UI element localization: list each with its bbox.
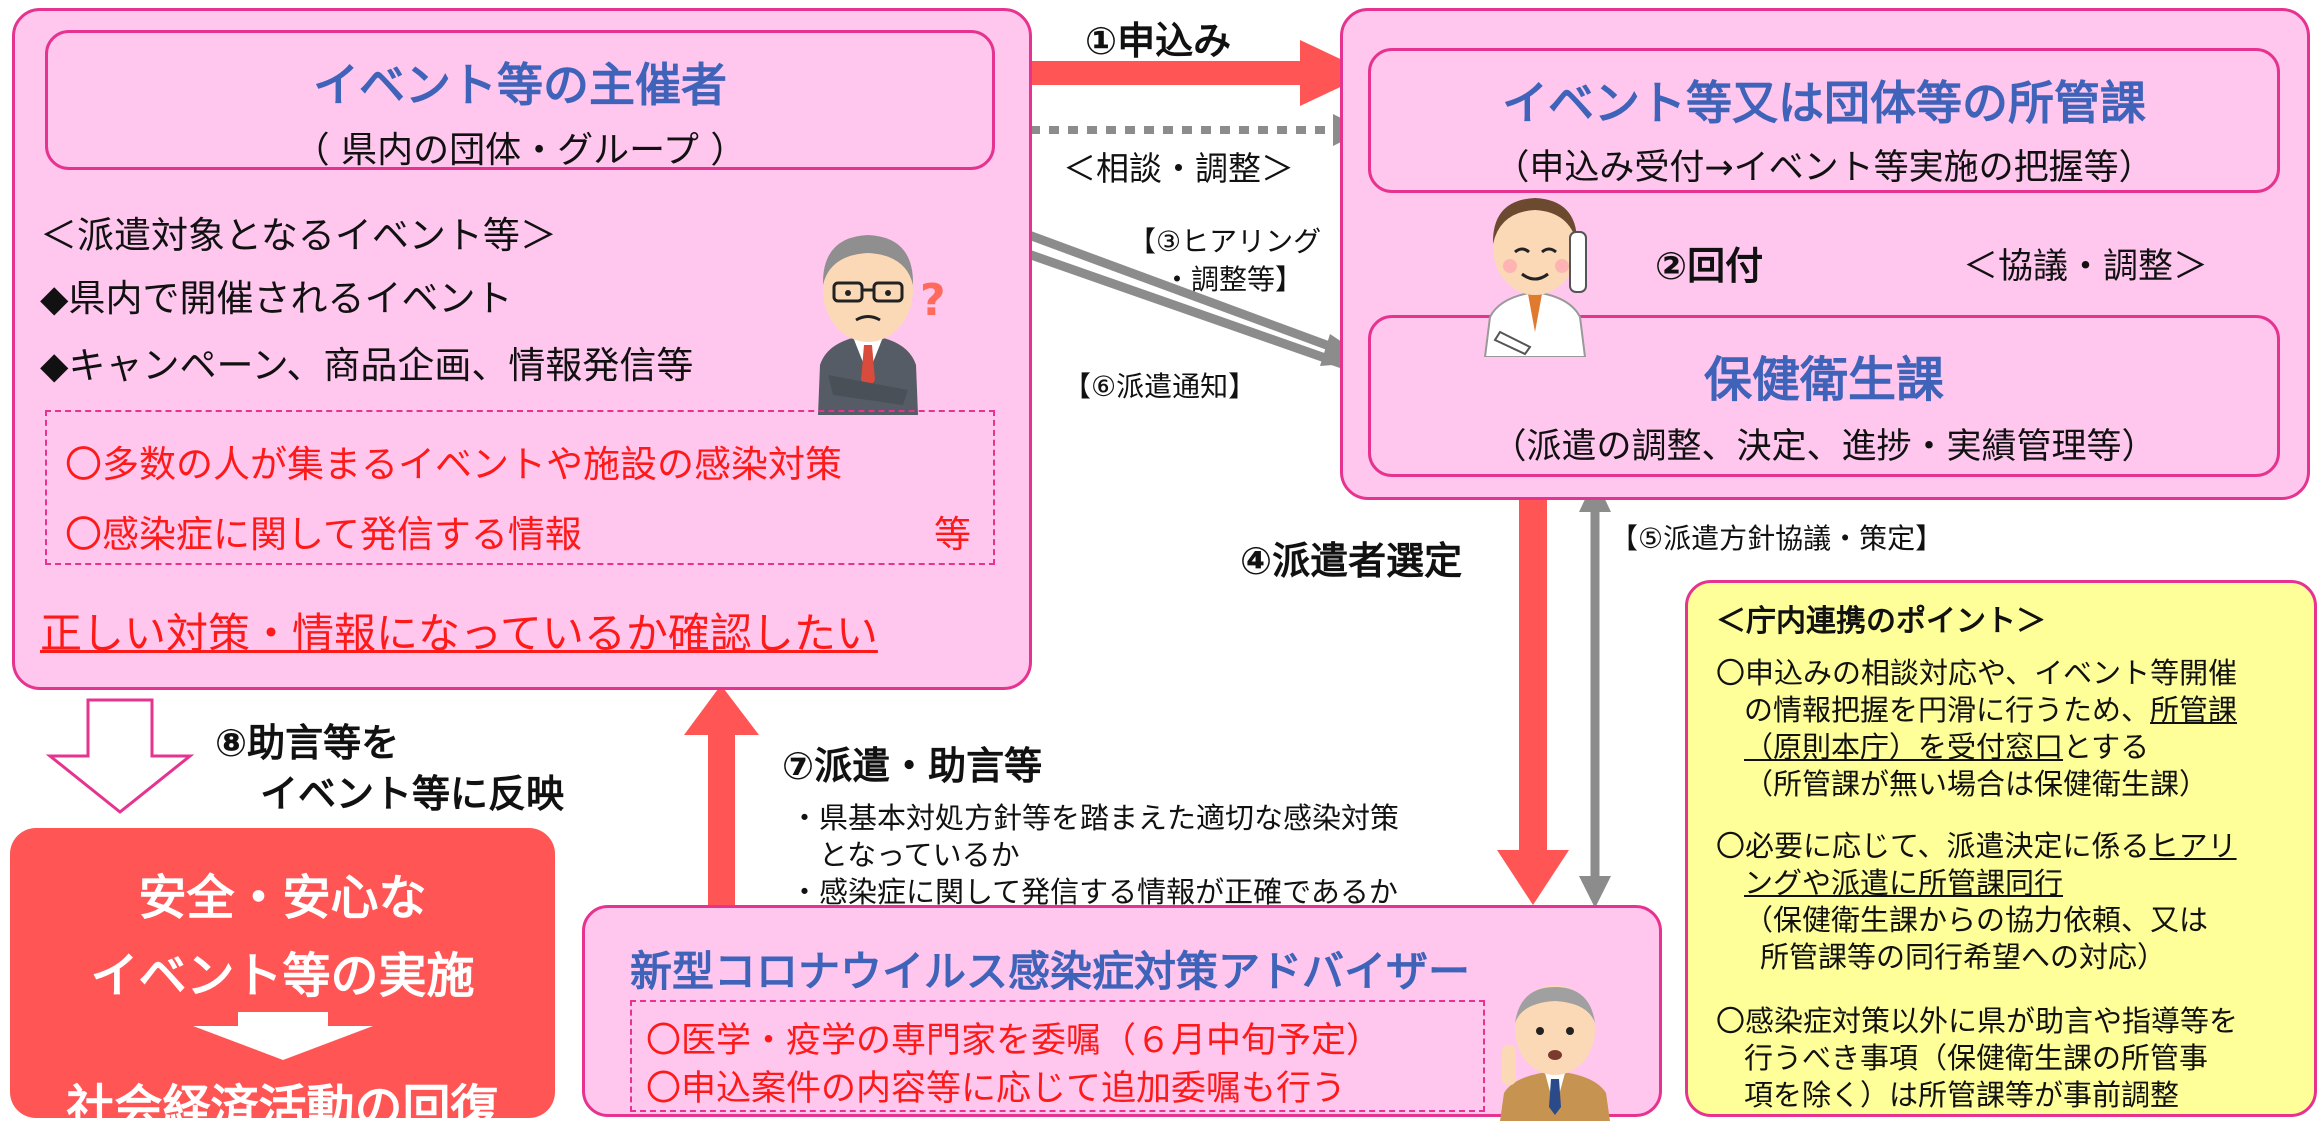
dispatch-item-2: となっているか bbox=[790, 838, 1020, 872]
health-subtitle: （派遣の調整、決定、進捗・実績管理等） bbox=[1491, 427, 2157, 467]
target-criteria-box: 〇多数の人が集まるイベントや施設の感染対策 〇感染症に関して発信する情報 等 bbox=[45, 410, 995, 565]
dispatch-label: ⑦派遣・助言等 bbox=[782, 744, 1043, 788]
dept-title: イベント等又は団体等の所管課 bbox=[1502, 76, 2146, 130]
point-1-underline-2: （原則本庁）を受付窓口 bbox=[1744, 730, 2064, 764]
advisor-item-1: 〇医学・疫学の専門家を委嘱（６月中旬予定） bbox=[646, 1021, 1382, 1061]
criteria-1: 〇多数の人が集まるイベントや施設の感染対策 bbox=[65, 443, 842, 486]
point-2-underline-1: ヒアリ bbox=[2149, 829, 2237, 863]
point-1-line-1: 〇申込みの相談対応や、イベント等開催 bbox=[1716, 656, 2238, 690]
discuss-label: ＜協議・調整＞ bbox=[1963, 247, 2209, 287]
dept-box: イベント等又は団体等の所管課 （申込み受付→イベント等実施の把握等） bbox=[1368, 48, 2280, 193]
phone-staff-illustration bbox=[1470, 182, 1610, 358]
policy-arrow bbox=[1579, 478, 1611, 908]
forward-label: ②回付 bbox=[1655, 244, 1764, 288]
points-heading: ＜庁内連携のポイント＞ bbox=[1716, 604, 2046, 639]
point-2-text: 〇必要に応じて、派遣決定に係る bbox=[1716, 829, 2150, 863]
question-mark-icon: ? bbox=[920, 275, 946, 326]
result-box: 安全・安心な イベント等の実施 社会経済活動の回復 bbox=[10, 828, 555, 1136]
reflect-arrow bbox=[45, 698, 195, 814]
dispatch-item-3: ・感染症に関して発信する情報が正確であるか bbox=[790, 875, 1398, 909]
point-2-note-2: 所管課等の同行希望への対応） bbox=[1760, 940, 2167, 974]
point-3-line-2: 行うべき事項（保健衛生課の所管事 bbox=[1744, 1041, 2209, 1075]
result-down-arrow bbox=[192, 1012, 373, 1060]
reflect-label-1: ⑧助言等を bbox=[215, 721, 400, 765]
policy-label: 【⑤派遣方針協議・策定】 bbox=[1610, 522, 1944, 555]
result-line-2: イベント等の実施 bbox=[90, 948, 475, 1004]
criteria-suffix: 等 bbox=[934, 513, 971, 556]
dispatch-arrow bbox=[684, 685, 759, 925]
reflect-label-2: イベント等に反映 bbox=[260, 772, 565, 816]
apply-arrow bbox=[995, 40, 1370, 106]
dept-subtitle: （申込み受付→イベント等実施の把握等） bbox=[1494, 148, 2154, 188]
advisor-illustration bbox=[1490, 975, 1625, 1121]
organizer-title-box: イベント等の主催者 （ 県内の団体・グループ ） bbox=[45, 30, 995, 171]
points-panel: ＜庁内連携のポイント＞ 〇申込みの相談対応や、イベント等開催 の情報把握を円滑に… bbox=[1685, 580, 2317, 1117]
point-2: 〇必要に応じて、派遣決定に係るヒアリ ングや派遣に所管課同行 （保健衛生課からの… bbox=[1716, 828, 2316, 976]
point-2-note-1: （保健衛生課からの協力依頼、又は bbox=[1744, 903, 2209, 937]
point-3-line-1: 〇感染症対策以外に県が助言や指導等を bbox=[1716, 1004, 2239, 1038]
confirm-wish: 正しい対策・情報になっているか確認したい bbox=[40, 609, 878, 658]
organizer-title: イベント等の主催者 bbox=[313, 58, 727, 112]
point-1-after: とする bbox=[2063, 730, 2150, 764]
point-3-line-3: 項を除く）は所管課等が事前調整 bbox=[1744, 1078, 2180, 1112]
target-item-2: ◆キャンペーン、商品企画、情報発信等 bbox=[40, 344, 694, 387]
select-label: ④派遣者選定 bbox=[1240, 539, 1463, 583]
target-heading: ＜派遣対象となるイベント等＞ bbox=[40, 214, 557, 257]
criteria-2: 〇感染症に関して発信する情報 bbox=[65, 513, 582, 556]
advisor-title: 新型コロナウイルス感染症対策アドバイザー bbox=[630, 947, 1471, 996]
worried-man-illustration: ? bbox=[798, 215, 948, 415]
advisor-item-2: 〇申込案件の内容等に応じて追加委嘱も行う bbox=[646, 1069, 1347, 1109]
notify-label: 【⑥派遣通知】 bbox=[1063, 370, 1257, 403]
point-1-text: の情報把握を円滑に行うため、 bbox=[1744, 693, 2151, 727]
point-2-line-1: 〇必要に応じて、派遣決定に係るヒアリ bbox=[1716, 828, 2316, 865]
result-line-3: 社会経済活動の回復 bbox=[66, 1080, 499, 1136]
advisor-panel: 新型コロナウイルス感染症対策アドバイザー 〇医学・疫学の専門家を委嘱（６月中旬予… bbox=[582, 905, 1662, 1117]
point-3: 〇感染症対策以外に県が助言や指導等を 行うべき事項（保健衛生課の所管事 項を除く… bbox=[1716, 1003, 2316, 1114]
dispatch-item-1: ・県基本対処方針等を踏まえた適切な感染対策 bbox=[790, 801, 1400, 835]
point-1: 〇申込みの相談対応や、イベント等開催 の情報把握を円滑に行うため、所管課 （原則… bbox=[1716, 655, 2316, 803]
apply-label: ①申込み bbox=[1085, 19, 1232, 63]
point-1-line-2: の情報把握を円滑に行うため、所管課 bbox=[1716, 692, 2316, 729]
select-arrow bbox=[1497, 478, 1569, 905]
point-2-underline-2: ングや派遣に所管課同行 bbox=[1744, 866, 2064, 900]
health-title: 保健衛生課 bbox=[1703, 352, 1944, 408]
target-item-1: ◆県内で開催されるイベント bbox=[40, 277, 513, 320]
point-1-line-3: （原則本庁）を受付窓口とする bbox=[1716, 729, 2316, 766]
hearing-label-1: 【③ヒアリング bbox=[1128, 225, 1322, 258]
hearing-label-2: ・調整等】 bbox=[1163, 263, 1304, 296]
point-1-underline-1: 所管課 bbox=[2150, 693, 2238, 727]
advisor-details-box: 〇医学・疫学の専門家を委嘱（６月中旬予定） 〇申込案件の内容等に応じて追加委嘱も… bbox=[630, 1000, 1485, 1112]
consult-label: ＜相談・調整＞ bbox=[1063, 149, 1294, 188]
organizer-subtitle: （ 県内の団体・グループ ） bbox=[293, 130, 747, 171]
result-line-1: 安全・安心な bbox=[138, 870, 427, 926]
point-1-note: （所管課が無い場合は保健衛生課） bbox=[1744, 767, 2209, 801]
